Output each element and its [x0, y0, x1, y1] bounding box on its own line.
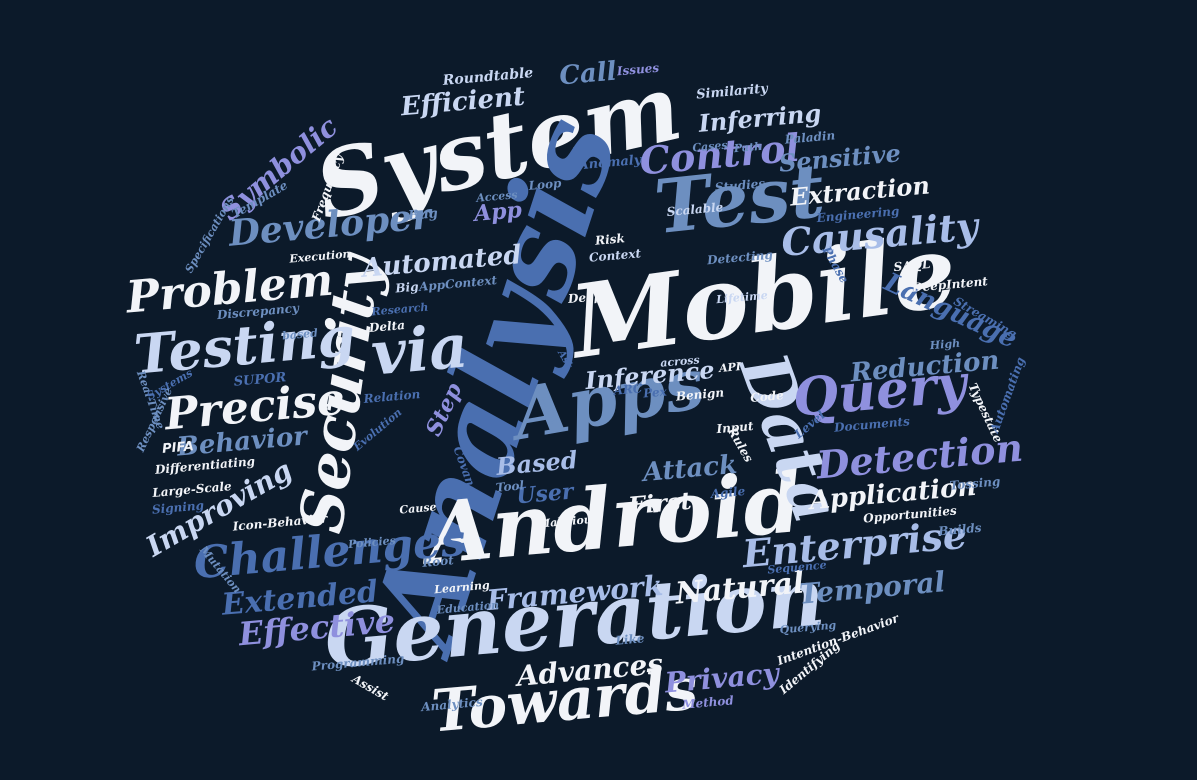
word-deepintent: DeepIntent — [911, 274, 989, 295]
word-method: Method — [681, 693, 735, 712]
word-querying: Querying — [779, 619, 837, 637]
word-paladin: Paladin — [783, 128, 836, 146]
word-like: Like — [614, 631, 645, 648]
word-across: across — [660, 353, 700, 369]
word-test: Test — [651, 148, 829, 251]
word-scalable: Scalable — [666, 200, 724, 219]
word-appcontext: AppContext — [417, 273, 498, 294]
word-documents: Documents — [833, 414, 911, 435]
word-access: Access — [475, 188, 518, 205]
word-root: Root — [421, 553, 455, 570]
word-pex: Pex — [642, 384, 668, 400]
word-tossing: Tossing — [949, 474, 1001, 492]
word-builds: Builds — [937, 521, 982, 539]
word-supor: SUPOR — [233, 370, 287, 390]
word-deep: Deep — [566, 289, 603, 306]
word-execution: Execution — [288, 247, 351, 265]
word-via: via — [368, 311, 470, 389]
word-detecting: Detecting — [706, 248, 774, 268]
word-similarity: Similarity — [696, 81, 770, 102]
word-big: Big — [394, 280, 419, 296]
word-call: Call — [558, 57, 618, 92]
word-research: Research — [370, 301, 429, 319]
word-based: Based — [494, 445, 579, 481]
word-cause: Cause — [399, 500, 437, 516]
word-loop: Loop — [527, 176, 563, 193]
word-app: App — [471, 197, 524, 227]
word-tool: Tool — [495, 478, 525, 494]
word-based: based — [282, 326, 319, 342]
word-risk: Risk — [594, 231, 626, 248]
word-code: Code — [750, 388, 785, 405]
word-learning: Learning — [433, 579, 491, 597]
word-malicious: Malicious — [536, 512, 598, 530]
word-first: First — [626, 486, 693, 521]
word-input: Input — [715, 419, 755, 436]
word-education: Education — [435, 598, 499, 616]
word-arc: ARC — [612, 381, 643, 398]
word-benign: Benign — [674, 385, 724, 403]
word-studies: Studies — [714, 176, 766, 194]
word-anomaly: Anomaly — [576, 153, 643, 174]
word-high: High — [928, 337, 960, 353]
word-signing: Signing — [151, 498, 204, 516]
word-path: Path — [732, 140, 762, 155]
word-delta: Delta — [367, 318, 405, 335]
word-cases: Cases — [692, 138, 728, 154]
word-api: API — [717, 360, 742, 375]
word-lifetime: Lifetime — [715, 289, 768, 307]
word-saql: SAQL — [893, 257, 931, 274]
word-bug: Bug — [407, 206, 439, 224]
word-policies: Policies — [347, 534, 397, 551]
word-relation: Relation — [362, 387, 421, 406]
word-pifa: PIFA — [162, 439, 195, 457]
word-issues: Issues — [615, 61, 660, 79]
word-sequence: Sequence — [767, 558, 827, 576]
word-user: User — [515, 478, 576, 509]
word-analytics: Analytics — [420, 695, 484, 714]
word-roundtable: Roundtable — [441, 65, 534, 89]
word-agile: Agile — [709, 484, 746, 501]
word-context: Context — [588, 246, 642, 265]
